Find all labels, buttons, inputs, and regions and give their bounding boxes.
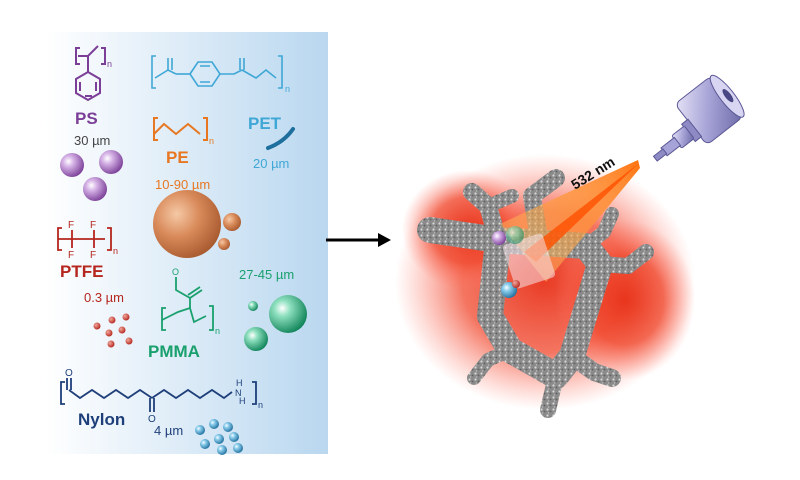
nylon-particles (195, 419, 243, 455)
nylon-structure (60, 378, 257, 412)
ps-size: 30 µm (74, 133, 110, 148)
ps-label: PS (75, 109, 98, 128)
ptfe-atom-f: F (90, 220, 96, 231)
pmma-atom-o: O (172, 267, 179, 277)
nylon-label: Nylon (78, 410, 125, 429)
nylon-atom-o: O (65, 368, 73, 379)
pe-particle (218, 238, 230, 250)
ptfe-size: 0.3 µm (84, 290, 124, 305)
pmma-particle (244, 327, 268, 351)
ptfe-repeat-n: n (113, 246, 118, 256)
pmma-label: PMMA (148, 342, 200, 361)
pet-structure (151, 55, 283, 89)
ps-particle (99, 150, 123, 174)
ptfe-particles (93, 313, 133, 348)
ps-repeat-n: n (107, 59, 112, 69)
nylon-atom-h: H (236, 378, 243, 388)
laser-objective (652, 74, 745, 162)
ptfe-label: PTFE (60, 262, 103, 281)
pet-label: PET (248, 114, 282, 133)
ptfe-atom-f: F (90, 250, 96, 261)
focus-plane (502, 233, 556, 289)
nylon-atom-n: N (235, 388, 242, 398)
pe-repeat-n: n (209, 136, 214, 146)
pet-fiber (266, 127, 295, 150)
laser-beam-core (524, 163, 639, 262)
ptfe-structure (57, 227, 112, 251)
nylon-atom-o: O (148, 414, 156, 425)
pet-repeat-n: n (285, 84, 290, 94)
nylon-size: 4 µm (154, 423, 183, 438)
pmma-structure (161, 277, 214, 331)
pe-particle (223, 213, 241, 231)
adsorbed-particle (506, 226, 524, 244)
ps-structure (75, 45, 106, 102)
ptfe-atom-f: F (68, 220, 74, 231)
ps-particle (83, 177, 107, 201)
adsorbed-particle (512, 280, 520, 288)
ptfe-atom-f: F (68, 250, 74, 261)
pmma-repeat-n: n (215, 326, 220, 336)
nylon-repeat-n: n (258, 400, 263, 410)
pe-structure (153, 117, 208, 141)
pe-particle (153, 190, 221, 258)
ps-particle (60, 153, 84, 177)
pmma-particle (269, 295, 307, 333)
pet-size: 20 µm (253, 156, 289, 171)
pe-size: 10-90 µm (155, 177, 210, 192)
nylon-atom-h: H (239, 396, 246, 406)
adsorbed-particle (492, 231, 506, 245)
process-arrow (326, 233, 391, 247)
pmma-particle (248, 301, 258, 311)
pe-label: PE (166, 148, 189, 167)
pmma-size: 27-45 µm (239, 267, 294, 282)
